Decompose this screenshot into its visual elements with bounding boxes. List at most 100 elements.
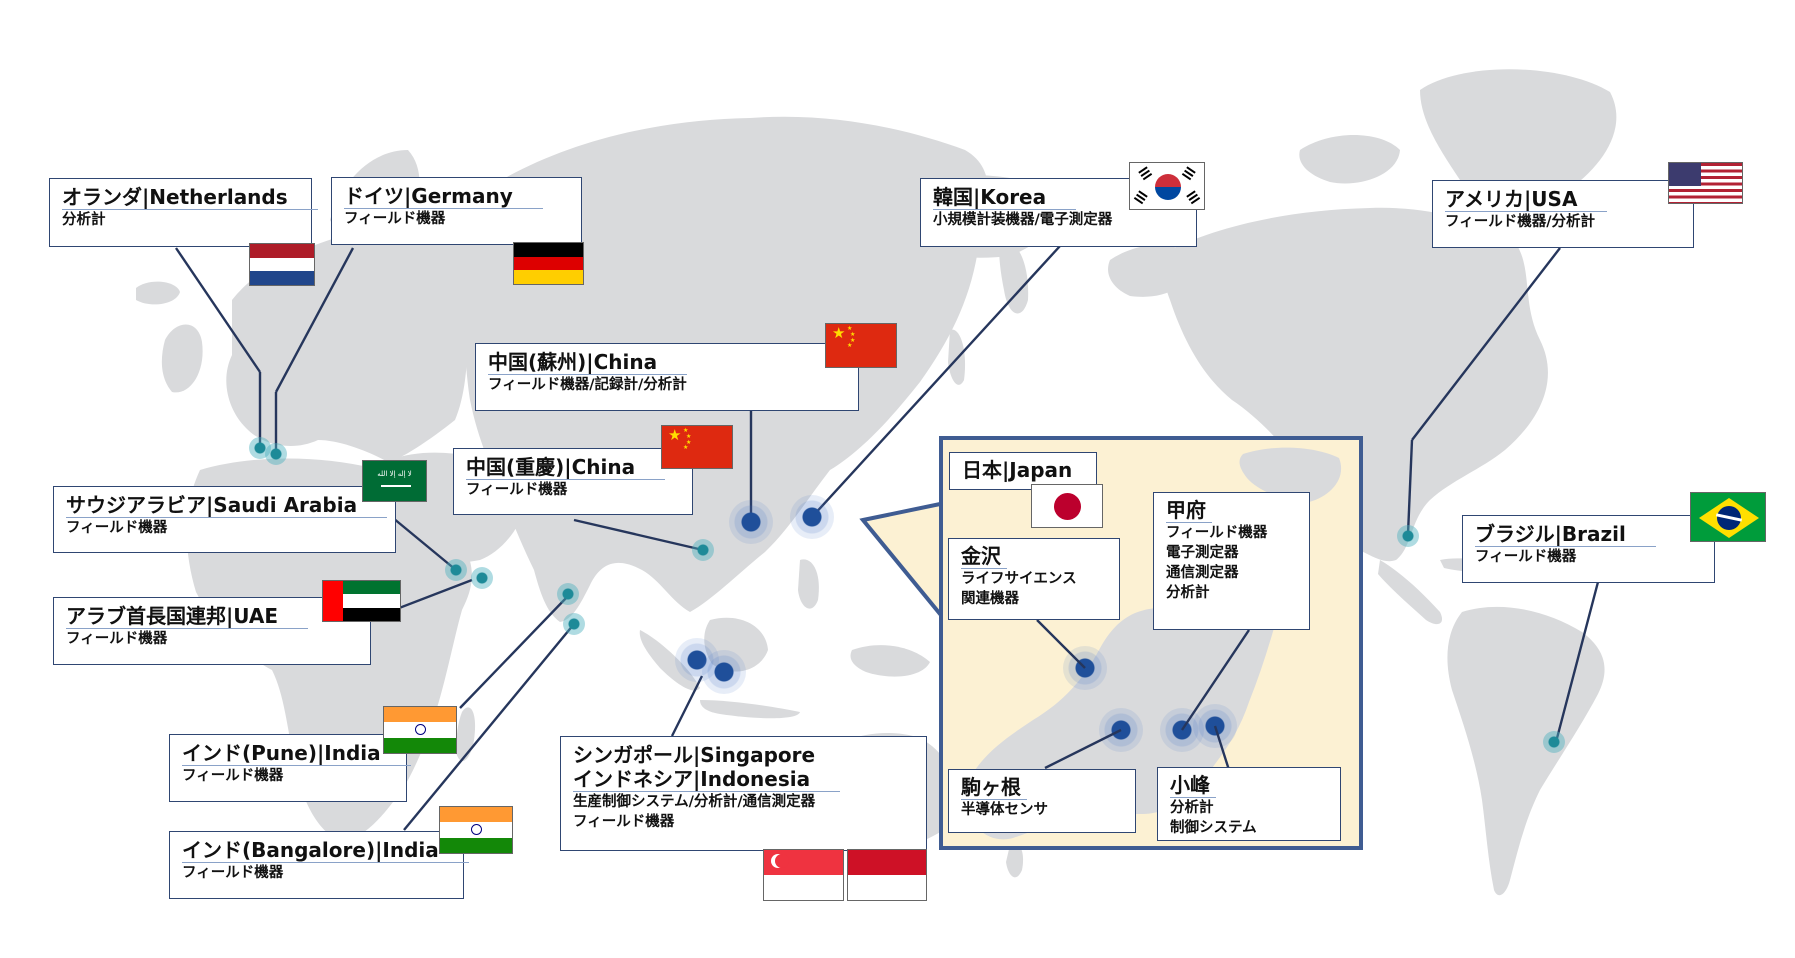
- location-card-usa[interactable]: アメリカ|USA フィールド機器/分析計: [1432, 180, 1694, 248]
- flag-usa: [1668, 162, 1743, 204]
- location-title: インド(Pune)|India: [182, 741, 411, 766]
- location-card-china-chongqing[interactable]: 中国(重慶)|China フィールド機器: [453, 448, 693, 515]
- location-products: フィールド機器: [182, 865, 284, 881]
- location-products: フィールド機器: [66, 631, 168, 647]
- site-card-komagane[interactable]: 駒ヶ根 半導体センサ: [948, 769, 1136, 833]
- location-card-india-bangalore[interactable]: インド(Bangalore)|India フィールド機器: [169, 831, 469, 899]
- site-dot-usa[interactable]: [1397, 525, 1419, 547]
- location-card-brazil[interactable]: ブラジル|Brazil フィールド機器: [1462, 515, 1715, 583]
- site-card-komine[interactable]: 小峰 分析計 制御システム: [1157, 767, 1341, 841]
- location-title: 韓国|Korea: [933, 185, 1077, 210]
- japan-detail-panel: 日本|Japan 金沢 ライフサイエンス 関連機器 甲府 フィールド機器 電子測…: [939, 436, 1363, 850]
- site-products: フィールド機器: [1166, 525, 1268, 541]
- location-products: フィールド機器: [1475, 549, 1577, 565]
- site-dot-indonesia[interactable]: [702, 650, 746, 694]
- flag-india: [383, 706, 457, 754]
- location-products: フィールド機器: [466, 482, 568, 498]
- location-products: 分析計: [62, 212, 106, 228]
- land-new-zealand: [1006, 842, 1024, 878]
- location-card-netherlands[interactable]: オランダ|Netherlands 分析計: [49, 178, 318, 247]
- land-hokkaido: [1239, 447, 1342, 502]
- flag-india: [439, 806, 513, 854]
- site-card-kofu[interactable]: 甲府 フィールド機器 電子測定器 通信測定器 分析計: [1153, 492, 1310, 630]
- location-products: フィールド機器/記録計/分析計: [488, 377, 687, 393]
- site-dot-germany[interactable]: [265, 443, 287, 465]
- location-title: アラブ首長国連邦|UAE: [66, 604, 309, 629]
- location-card-singapore-indonesia[interactable]: シンガポール|Singapore インドネシア|Indonesia 生産制御シス…: [560, 736, 927, 851]
- flag-netherlands: [249, 243, 315, 286]
- land-alaska: [1108, 245, 1195, 297]
- site-dot-china-suzhou[interactable]: [729, 500, 773, 544]
- location-products: フィールド機器: [66, 520, 168, 536]
- land-iceland: [136, 281, 180, 305]
- location-title: インド(Bangalore)|India: [182, 838, 469, 863]
- location-card-india-pune[interactable]: インド(Pune)|India フィールド機器: [169, 734, 411, 802]
- flag-singapore: [763, 849, 844, 901]
- location-title: サウジアラビア|Saudi Arabia: [66, 493, 388, 518]
- site-dot-komagane[interactable]: [1099, 708, 1143, 752]
- site-card-kanazawa[interactable]: 金沢 ライフサイエンス 関連機器: [948, 538, 1120, 620]
- land-arctic-islands: [1299, 135, 1400, 184]
- flag-korea: [1129, 162, 1205, 210]
- site-products: 制御システム: [1170, 820, 1257, 836]
- land-new-guinea: [850, 645, 930, 677]
- land-kamchatka: [999, 239, 1029, 314]
- location-title: ブラジル|Brazil: [1475, 522, 1656, 547]
- site-dot-india-bangalore[interactable]: [563, 613, 585, 635]
- flag-germany: [513, 242, 584, 285]
- land-java: [700, 700, 800, 719]
- land-greenland: [1420, 69, 1617, 204]
- flag-china: ★ ★ ★ ★ ★: [825, 323, 897, 368]
- site-name: 小峰: [1170, 773, 1216, 798]
- location-products: フィールド機器: [182, 768, 284, 784]
- site-dot-brazil[interactable]: [1543, 731, 1565, 753]
- land-sakhalin: [948, 329, 966, 385]
- site-products: ライフサイエンス: [961, 571, 1077, 587]
- flag-indonesia: [847, 849, 927, 901]
- location-title: 中国(重慶)|China: [466, 455, 666, 480]
- land-philippines: [798, 559, 819, 609]
- land-madagascar: [456, 707, 476, 762]
- site-dot-india-pune[interactable]: [557, 583, 579, 605]
- site-name: 金沢: [961, 544, 1007, 569]
- site-dot-kanazawa[interactable]: [1063, 646, 1107, 690]
- location-products: 小規模計装機器/電子測定器: [933, 212, 1113, 228]
- site-dot-china-chongqing[interactable]: [692, 539, 714, 561]
- location-title: 中国(蘇州)|China: [488, 350, 688, 375]
- land-south-america: [1447, 606, 1605, 896]
- site-products: 関連機器: [961, 591, 1019, 607]
- location-products: フィールド機器/分析計: [1445, 214, 1596, 230]
- site-dot-saudi-arabia[interactable]: [445, 559, 467, 581]
- site-dot-uae[interactable]: [471, 567, 493, 589]
- site-name: 駒ヶ根: [961, 775, 1027, 800]
- flag-shahada-text: لا إله إلا الله: [377, 470, 412, 478]
- flag-japan: [1031, 484, 1103, 528]
- site-products: 分析計: [1166, 585, 1210, 601]
- location-card-china-suzhou[interactable]: 中国(蘇州)|China フィールド機器/記録計/分析計: [475, 343, 859, 411]
- location-title: オランダ|Netherlands: [62, 185, 318, 210]
- location-card-uae[interactable]: アラブ首長国連邦|UAE フィールド機器: [53, 597, 371, 665]
- location-card-saudi-arabia[interactable]: サウジアラビア|Saudi Arabia フィールド機器: [53, 486, 396, 553]
- location-title: インドネシア|Indonesia: [573, 767, 841, 792]
- site-products: 通信測定器: [1166, 565, 1239, 581]
- location-title: シンガポール|Singapore: [573, 743, 816, 767]
- flag-china: ★ ★ ★ ★ ★: [661, 425, 733, 469]
- location-card-germany[interactable]: ドイツ|Germany フィールド機器: [331, 177, 582, 245]
- flag-uae: [322, 580, 401, 622]
- flag-brazil: [1690, 492, 1766, 542]
- location-title: アメリカ|USA: [1445, 187, 1608, 212]
- land-central-america: [1378, 560, 1443, 625]
- site-products: 分析計: [1170, 800, 1214, 816]
- site-dot-komine[interactable]: [1193, 704, 1237, 748]
- location-products: 生産制御システム/分析計/通信測定器: [573, 794, 816, 810]
- site-products: 半導体センサ: [961, 802, 1048, 818]
- japan-title: 日本|Japan: [962, 458, 1073, 482]
- site-dot-korea[interactable]: [790, 495, 834, 539]
- location-products: フィールド機器: [573, 814, 675, 830]
- location-card-korea[interactable]: 韓国|Korea 小規模計装機器/電子測定器: [920, 178, 1197, 247]
- location-title: ドイツ|Germany: [344, 184, 543, 209]
- site-name: 甲府: [1166, 498, 1212, 523]
- japan-title-card: 日本|Japan: [949, 452, 1097, 490]
- location-products: フィールド機器: [344, 211, 446, 227]
- flag-saudi-arabia: لا إله إلا الله: [362, 460, 427, 502]
